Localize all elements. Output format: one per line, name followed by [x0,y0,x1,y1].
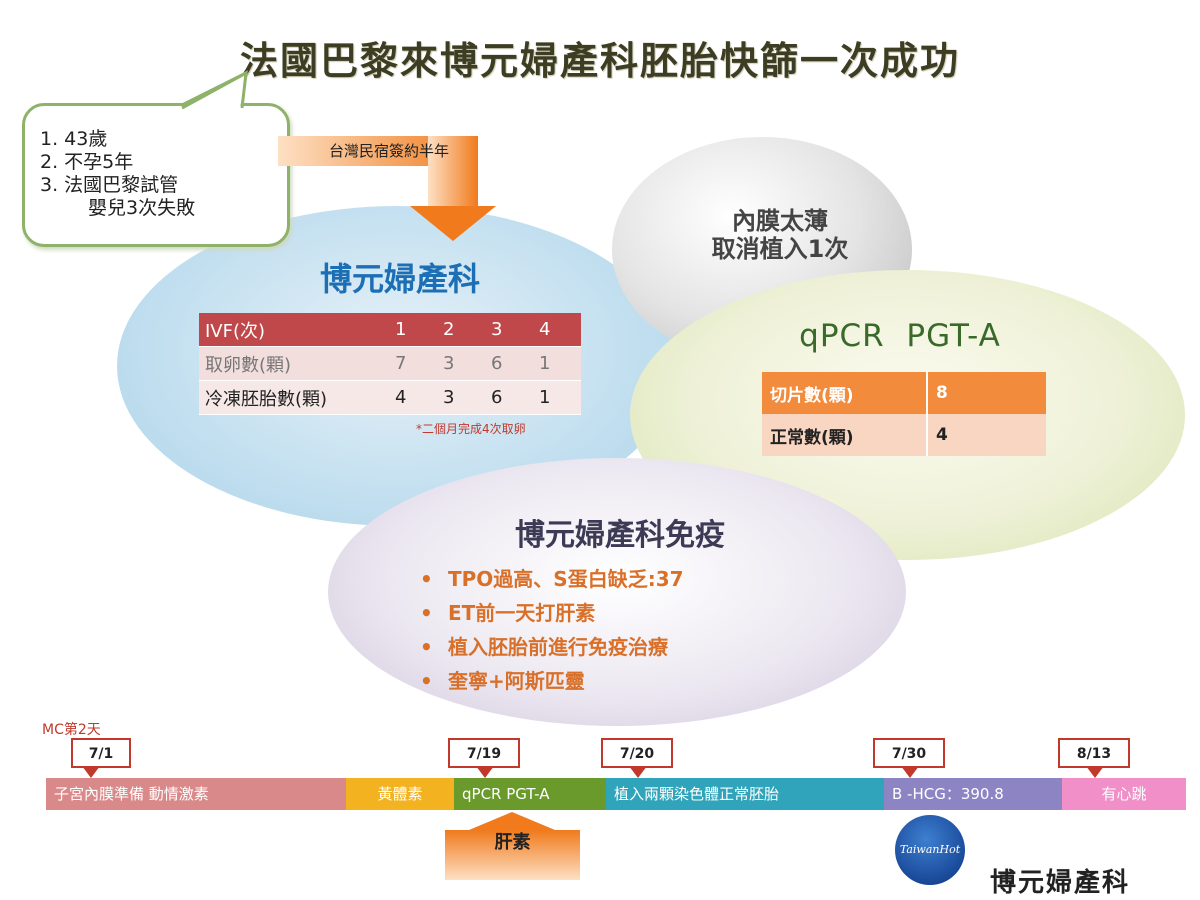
timeline-segment: qPCR PGT-A [454,778,606,810]
list-item-text: ET前一天打肝素 [448,601,596,625]
timeline-segment: 有心跳 [1062,778,1186,810]
date-marker: 7/19 [448,738,520,768]
down-arrow-icon [278,136,496,241]
table-row: 切片數(顆) 8 [762,372,1046,414]
list-item: • ET前一天打肝素 [420,596,684,630]
immunity-circle [328,458,906,726]
date-marker: 7/30 [873,738,945,768]
table-cell: 4 [533,313,581,347]
date-marker: 7/1 [71,738,131,768]
table-cell: IVF(次) [199,313,389,347]
note-infertile: 2. 不孕5年 [40,151,134,173]
note-ivf-fail-cont: 嬰兒3次失敗 [88,197,196,219]
bubble-tail-cover [181,70,248,110]
table-cell: 1 [389,313,437,347]
bullet-icon: • [420,669,433,693]
bullet-icon: • [420,635,433,659]
bullet-icon: • [420,601,433,625]
marker-arrow-icon [1086,766,1104,778]
immunity-list: • TPO過高、S蛋白缺乏:37 • ET前一天打肝素 • 植入胚胎前進行免疫治療 •… [420,562,684,698]
mc-label: MC第2天 [42,722,101,738]
clinic-note: *二個月完成4次取卵 [416,422,526,436]
brand-name: 博元婦產科 [990,868,1131,898]
immunity-heading: 博元婦產科免疫 [515,518,725,553]
table-cell: 4 [927,414,1046,456]
cancel-note-line: 取消植入1次 [711,235,849,263]
list-item: • 奎寧+阿斯匹靈 [420,664,684,698]
cancel-note-line: 內膜太薄 [732,207,828,235]
table-cell: 取卵數(顆) [199,346,389,381]
ivf-header-row: IVF(次) 1 2 3 4 [199,313,581,347]
taiwanhot-logo: TaiwanHot [895,815,965,885]
clinic-heading: 博元婦產科 [319,260,480,298]
arrow-label: 台灣民宿簽約半年 [328,142,449,160]
list-item-text: 植入胚胎前進行免疫治療 [448,635,668,659]
table-row: 正常數(顆) 4 [762,414,1046,456]
note-age: 1. 43歲 [40,128,108,150]
table-cell: 3 [437,380,485,415]
table-cell: 切片數(顆) [762,372,928,414]
table-cell: 3 [485,313,533,347]
marker-arrow-icon [629,766,647,778]
table-cell: 6 [485,380,533,415]
list-item-text: 奎寧+阿斯匹靈 [448,669,585,693]
table-cell: 8 [927,372,1046,414]
table-row: 冷凍胚胎數(顆) 4 3 6 1 [199,380,581,415]
page-title: 法國巴黎來博元婦產科胚胎快篩一次成功 [239,39,960,83]
timeline-bar: 子宮內膜準備 動情激素 黃體素 qPCR PGT-A 植入兩顆染色體正常胚胎 B… [46,778,1186,810]
timeline-segment: B -HCG：390.8 [884,778,1062,810]
table-cell: 2 [437,313,485,347]
up-arrow-icon [445,812,580,880]
marker-arrow-icon [901,766,919,778]
table-cell: 3 [437,346,485,381]
timeline-segment: 子宮內膜準備 動情激素 [46,778,346,810]
marker-arrow-icon [476,766,494,778]
patient-notes: 1. 43歲 2. 不孕5年 3. 法國巴黎試管 嬰兒3次失敗 [40,128,195,220]
list-item-text: TPO過高、S蛋白缺乏:37 [448,567,684,591]
heparin-label: 肝素 [494,832,531,853]
list-item: • 植入胚胎前進行免疫治療 [420,630,684,664]
table-cell: 正常數(顆) [762,414,928,456]
table-cell: 4 [389,380,437,415]
patient-bubble [22,103,290,247]
date-marker: 7/20 [601,738,673,768]
table-cell: 1 [533,380,581,415]
date-marker: 8/13 [1058,738,1130,768]
table-cell: 7 [389,346,437,381]
note-ivf-fail: 3. 法國巴黎試管 [40,174,179,196]
ivf-table: IVF(次) 1 2 3 4 取卵數(顆) 7 3 6 1 冷凍胚胎數(顆) 4… [199,313,581,415]
cancel-note: 內膜太薄 取消植入1次 [660,207,900,263]
timeline-segment: 植入兩顆染色體正常胚胎 [606,778,884,810]
list-item: • TPO過高、S蛋白缺乏:37 [420,562,684,596]
bullet-icon: • [420,567,433,591]
table-row: 取卵數(顆) 7 3 6 1 [199,346,581,381]
pgt-heading: qPCR PGT-A [799,318,1001,354]
table-cell: 6 [485,346,533,381]
pgt-table: 切片數(顆) 8 正常數(顆) 4 [762,372,1046,456]
timeline-segment: 黃體素 [346,778,454,810]
marker-arrow-icon [82,766,100,778]
table-cell: 1 [533,346,581,381]
table-cell: 冷凍胚胎數(顆) [199,380,389,415]
